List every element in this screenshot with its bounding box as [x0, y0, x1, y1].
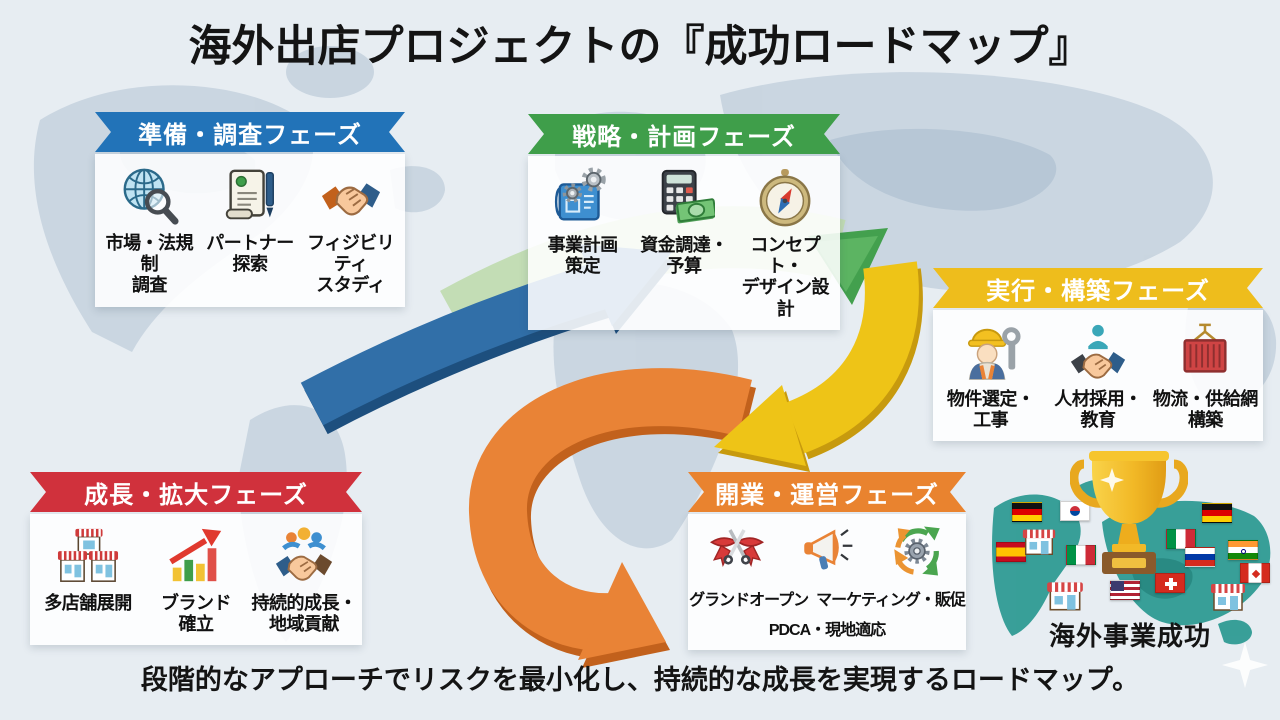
megaphone-icon — [799, 522, 855, 580]
contract-pen-icon — [219, 164, 281, 228]
storefront-icon — [1047, 582, 1083, 611]
phase-4-banner: 成長・拡大フェーズ — [30, 472, 362, 512]
phase-5-banner: 開業・運営フェーズ — [688, 472, 966, 512]
phase-3-item-3-label: 物流・供給網 構築 — [1152, 389, 1259, 431]
phase-2-body: 事業計画 策定 — [528, 156, 840, 330]
phase-5-item-1-label: グランドオープン — [689, 592, 809, 609]
pdca-cycle-icon — [889, 522, 945, 580]
phase-1-banner: 準備・調査フェーズ — [95, 112, 405, 152]
storefront-icon — [1022, 529, 1056, 556]
phase-5-body: グランドオープン マーケティング・販促 PDCA・現地適応 — [688, 514, 966, 650]
shipping-container-icon — [1174, 320, 1236, 384]
multi-store-icon — [57, 524, 119, 588]
flag-italy-icon — [1066, 545, 1096, 565]
blueprint-gears-icon — [552, 166, 614, 230]
trophy-icon — [1070, 451, 1188, 574]
phase-5-labels-row-1: グランドオープン マーケティング・販促 — [689, 586, 966, 610]
flag-italy-icon — [1166, 529, 1196, 549]
phase-2-title: 戦略・計画フェーズ — [572, 123, 796, 151]
recruitment-handshake-icon — [1067, 320, 1129, 384]
phase-1-item-1: 市場・法規制 調査 — [100, 164, 200, 297]
phase-5-item-2-label: マーケティング・販促 — [816, 592, 966, 609]
page-footer: 段階的なアプローチでリスクを最小化し、持続的な成長を実現するロードマップ。 — [140, 665, 1140, 695]
phase-5-title: 開業・運営フェーズ — [715, 481, 939, 509]
phase-1-item-2-label: パートナー 探索 — [206, 233, 294, 275]
phase-4-item-3: 持続的成長・ 地域貢献 — [251, 524, 358, 635]
phase-3-item-1: 物件選定・ 工事 — [938, 320, 1044, 431]
storefront-icon — [1211, 584, 1245, 611]
phase-3-item-1-label: 物件選定・ 工事 — [946, 389, 1035, 431]
flag-germany-icon — [1012, 502, 1042, 522]
phase-2-item-2-label: 資金調達・ 予算 — [640, 235, 728, 277]
goal-label: 海外事業成功 — [1048, 621, 1211, 651]
phase-1-item-3-label: フィジビリティ スタディ — [307, 233, 395, 296]
growth-chart-icon — [165, 524, 227, 588]
ribbon-cutting-icon — [709, 522, 765, 580]
phase-2-item-3-label: コンセプト・ デザイン設計 — [741, 235, 830, 319]
phase-2-banner: 戦略・計画フェーズ — [528, 114, 840, 154]
phase-3-item-2-label: 人材採用・ 教育 — [1054, 389, 1142, 431]
yellow-arrow — [714, 261, 923, 472]
flag-canada-icon — [1240, 563, 1270, 583]
phase-4-box: 成長・拡大フェーズ — [30, 472, 362, 646]
compass-icon — [754, 166, 816, 230]
flag-india-icon — [1228, 540, 1258, 560]
page-title: 海外出店プロジェクトの『成功ロードマップ』 — [188, 23, 1092, 71]
phase-4-item-3-label: 持続的成長・ 地域貢献 — [251, 593, 358, 635]
phase-1-body: 市場・法規制 調査 パートナー 探索 — [95, 154, 405, 307]
phase-4-item-2: ブランド 確立 — [143, 524, 250, 635]
goal-section: 海外事業成功 — [982, 446, 1278, 658]
phase-4-item-2-label: ブランド 確立 — [161, 593, 232, 635]
phase-3-item-2: 人材採用・ 教育 — [1045, 320, 1151, 431]
flag-switzerland-icon — [1155, 573, 1185, 593]
phase-1-item-1-label: 市場・法規制 調査 — [105, 233, 194, 296]
phase-3-body: 物件選定・ 工事 人材採用・ 教育 — [933, 310, 1263, 442]
construction-worker-icon — [960, 320, 1022, 384]
phase-5-box: 開業・運営フェーズ — [688, 472, 966, 650]
phase-4-item-1-label: 多店舗展開 — [44, 593, 132, 613]
phase-4-title: 成長・拡大フェーズ — [84, 481, 308, 509]
phase-1-title: 準備・調査フェーズ — [138, 121, 362, 149]
calculator-money-icon — [653, 166, 715, 230]
phase-2-item-1-label: 事業計画 策定 — [547, 235, 619, 277]
phase-2-item-2: 資金調達・ 予算 — [634, 166, 734, 277]
phase-5-labels-row-2: PDCA・現地適応 — [692, 616, 962, 640]
phase-1-box: 準備・調査フェーズ 市場・法規制 調査 — [95, 112, 405, 307]
phase-1-item-2: パートナー 探索 — [200, 164, 300, 275]
flag-south-korea-icon — [1060, 501, 1090, 521]
phase-2-item-3: コンセプト・ デザイン設計 — [735, 166, 835, 320]
orange-arrow — [469, 368, 756, 668]
flag-usa-icon — [1110, 580, 1140, 600]
phase-3-item-3: 物流・供給網 構築 — [1152, 320, 1258, 431]
phase-4-item-1: 多店舗展開 — [35, 524, 142, 614]
phase-3-box: 実行・構築フェーズ 物件選定・ 工事 — [933, 268, 1263, 442]
phase-5-item-3-label: PDCA・現地適応 — [768, 622, 886, 639]
flags-layer — [982, 446, 1278, 658]
flag-russia-icon — [1185, 547, 1215, 567]
handshake-icon — [320, 164, 382, 228]
phase-2-box: 戦略・計画フェーズ 事業計画 策定 — [528, 114, 840, 330]
phase-2-item-1: 事業計画 策定 — [533, 166, 633, 277]
partnership-handshake-icon — [273, 524, 335, 588]
phase-3-title: 実行・構築フェーズ — [986, 277, 1210, 305]
globe-search-icon — [118, 164, 180, 228]
phase-3-banner: 実行・構築フェーズ — [933, 268, 1263, 308]
flag-germany-icon — [1202, 503, 1232, 523]
phase-4-body: 多店舗展開 ブランド 確立 — [30, 514, 362, 646]
phase-1-item-3: フィジビリティ スタディ — [301, 164, 401, 297]
